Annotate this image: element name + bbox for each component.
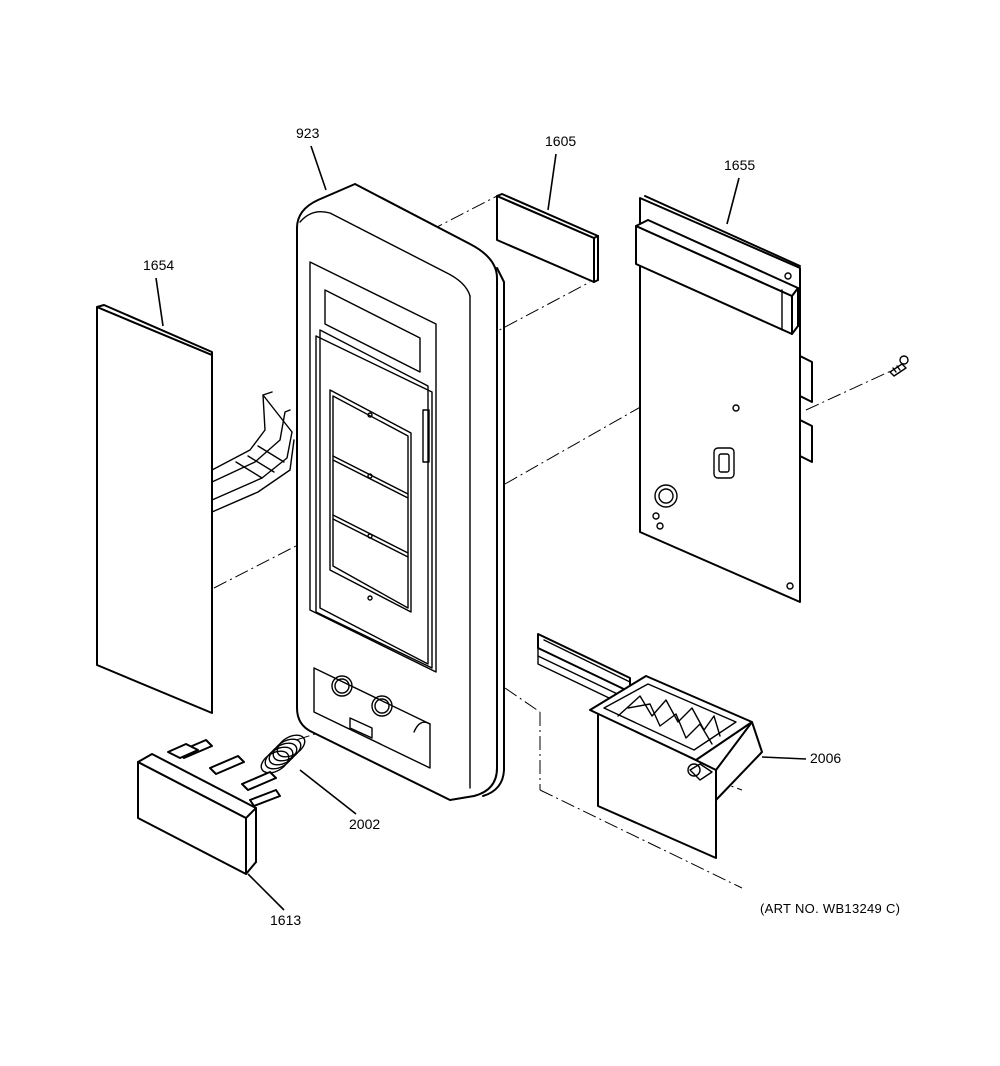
label-1655: 1655	[724, 157, 755, 173]
part-2006-interlock[interactable]	[537, 633, 763, 859]
part-1654-touch-panel[interactable]	[96, 304, 295, 714]
part-1605-window[interactable]	[496, 193, 599, 283]
label-1613: 1613	[270, 912, 301, 928]
part-1613-button[interactable]	[137, 739, 281, 875]
label-2002: 2002	[349, 816, 380, 832]
screw[interactable]	[889, 355, 909, 377]
label-1654: 1654	[143, 257, 174, 273]
part-1655-control-board[interactable]	[635, 195, 813, 603]
leader-lines	[155, 145, 807, 911]
part-923-control-panel[interactable]	[295, 183, 505, 801]
label-923: 923	[296, 125, 320, 141]
art-number: (ART NO. WB13249 C)	[760, 901, 900, 916]
label-1605: 1605	[545, 133, 576, 149]
part-labels: 923 1605 1655 1654 2006 2002 1613 (ART N…	[143, 125, 900, 928]
part-2002-spring[interactable]	[258, 731, 309, 778]
label-2006: 2006	[810, 750, 841, 766]
